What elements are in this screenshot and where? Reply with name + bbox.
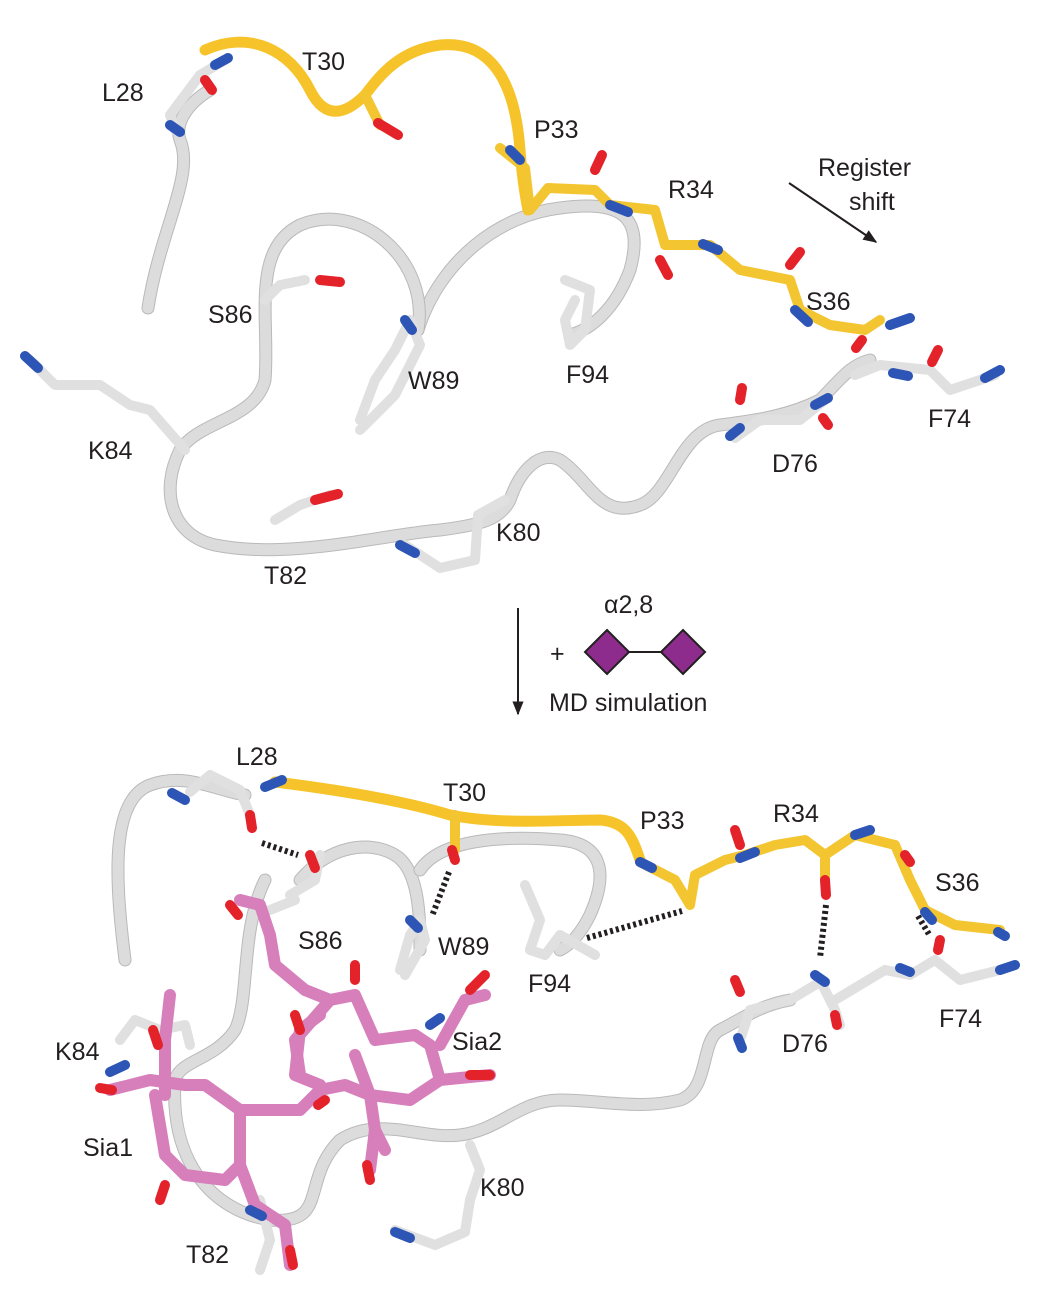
bottom-label-K80: K80 bbox=[480, 1174, 524, 1202]
top-label-F94: F94 bbox=[566, 361, 609, 389]
h-bond bbox=[915, 914, 933, 938]
bottom-label-F74: F74 bbox=[939, 1005, 982, 1033]
h-bond bbox=[429, 870, 452, 918]
sialic-acid-diamond-icon bbox=[659, 628, 707, 676]
top-label-D76: D76 bbox=[772, 450, 818, 478]
bottom-label-W89: W89 bbox=[438, 933, 489, 961]
top-shifted-segment bbox=[199, 36, 885, 335]
bottom-label-T82: T82 bbox=[186, 1241, 229, 1269]
top-label-S36: S36 bbox=[806, 288, 850, 316]
h-bond bbox=[261, 840, 299, 858]
top-label-W89: W89 bbox=[408, 367, 459, 395]
ligand-label-sia2: Sia2 bbox=[452, 1028, 502, 1056]
sialic-acid-diamond-icon bbox=[583, 628, 631, 676]
bottom-side-chains bbox=[115, 770, 1005, 1275]
h-bond bbox=[817, 904, 829, 959]
bottom-label-P33: P33 bbox=[640, 807, 684, 835]
top-label-S86: S86 bbox=[208, 301, 252, 329]
bottom-label-S36: S36 bbox=[935, 869, 979, 897]
sialic-acid-ligands bbox=[104, 894, 496, 1271]
bottom-label-L28: L28 bbox=[236, 743, 278, 771]
bottom-panel: L28 T30 P33 R34 S36 S86 W89 F94 K84 F74 … bbox=[55, 743, 1020, 1275]
transition: + α2,8 MD simulation bbox=[512, 591, 707, 717]
top-label-L28: L28 bbox=[102, 79, 144, 107]
top-label-K80: K80 bbox=[496, 519, 540, 547]
bottom-label-T30: T30 bbox=[443, 779, 486, 807]
top-panel: L28 T30 P33 R34 S36 S86 W89 F94 K84 F74 … bbox=[20, 36, 1005, 590]
top-atoms bbox=[20, 53, 1005, 558]
top-backbone bbox=[141, 83, 877, 557]
top-label-T30: T30 bbox=[302, 48, 345, 76]
bottom-label-D76: D76 bbox=[782, 1030, 828, 1058]
top-label-P33: P33 bbox=[534, 116, 578, 144]
top-label-T82: T82 bbox=[264, 562, 307, 590]
top-label-F74: F74 bbox=[928, 405, 971, 433]
ligand-label-sia1: Sia1 bbox=[83, 1134, 133, 1162]
top-label-R34: R34 bbox=[668, 176, 714, 204]
hydrogen-bonds bbox=[261, 840, 933, 959]
register-shift-label-line2: shift bbox=[849, 188, 895, 216]
md-simulation-label: MD simulation bbox=[549, 689, 707, 717]
top-label-K84: K84 bbox=[88, 437, 133, 465]
bottom-label-K84: K84 bbox=[55, 1038, 100, 1066]
register-shift-arrow bbox=[788, 182, 878, 243]
bottom-atoms bbox=[95, 775, 1020, 1270]
bottom-label-R34: R34 bbox=[773, 800, 819, 828]
bottom-label-S86: S86 bbox=[298, 927, 342, 955]
linkage-label: α2,8 bbox=[604, 591, 653, 619]
register-shift-label-line1: Register bbox=[818, 154, 911, 182]
bottom-label-F94: F94 bbox=[528, 970, 571, 998]
disialic-acid-symbol bbox=[583, 628, 707, 676]
plus-sign: + bbox=[550, 640, 565, 668]
h-bond bbox=[586, 908, 683, 941]
